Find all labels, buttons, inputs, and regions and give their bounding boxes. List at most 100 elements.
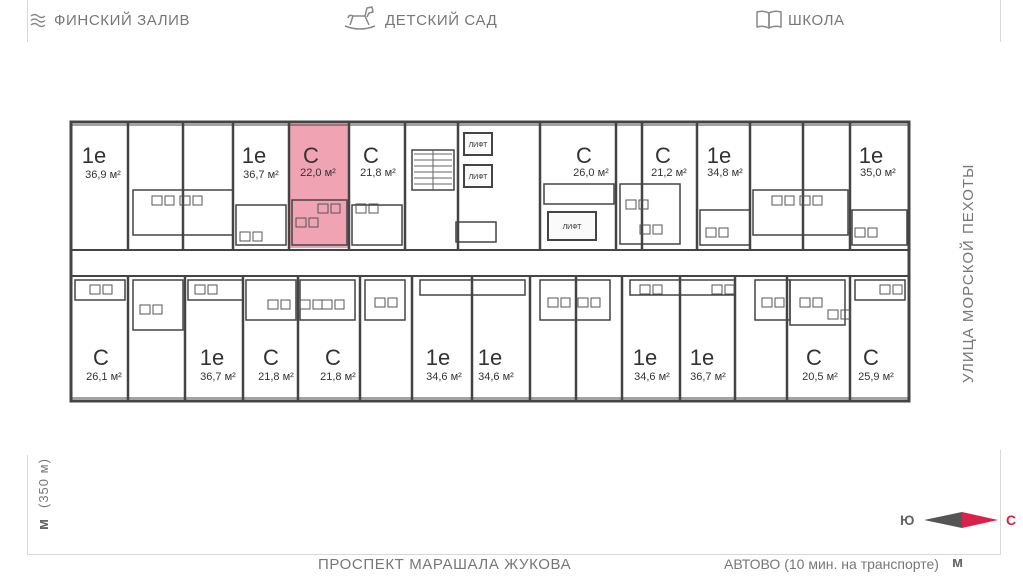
unit-type-label: С xyxy=(93,345,109,370)
bathroom-fixture-icon xyxy=(321,299,345,310)
toilet-icon xyxy=(799,195,811,206)
unit-area-label: 21,2 м² xyxy=(651,167,687,179)
bathroom-wall xyxy=(619,183,681,245)
unit-area-label: 22,0 м² xyxy=(300,167,336,179)
water-icon xyxy=(30,12,46,33)
metro-bottom-symbol: м xyxy=(952,554,964,571)
unit-type-label: 1е xyxy=(478,345,502,370)
unit-type-label: С xyxy=(325,345,341,370)
bathroom-wall xyxy=(74,279,126,301)
toilet-icon xyxy=(625,199,637,210)
toilet-icon xyxy=(239,231,251,242)
unit-type-label: 1е xyxy=(690,345,714,370)
sink-icon xyxy=(590,297,601,308)
landmark-school: ШКОЛА xyxy=(788,12,845,29)
sink-icon xyxy=(652,224,663,235)
bathroom-fixture-icon xyxy=(267,299,291,310)
unit-type-label: 1е xyxy=(633,345,657,370)
toilet-icon xyxy=(355,203,367,214)
bathroom-wall xyxy=(245,279,297,321)
unit-area-label: 25,9 м² xyxy=(858,371,894,383)
toilet-icon xyxy=(879,284,891,295)
unit-type-label: 1е xyxy=(707,143,731,168)
bathroom-fixture-icon xyxy=(705,227,729,238)
unit-area-label: 21,8 м² xyxy=(360,167,396,179)
toilet-icon xyxy=(854,227,866,238)
sink-icon xyxy=(312,299,323,310)
bathroom-fixture-icon xyxy=(317,203,341,214)
elevator-shaft xyxy=(547,211,597,241)
bathroom-wall xyxy=(752,189,804,236)
unit-type-label: С xyxy=(263,345,279,370)
bathroom-fixture-icon xyxy=(194,284,218,295)
bathroom-fixture-icon xyxy=(827,309,851,320)
unit-area-label: 34,6 м² xyxy=(478,371,514,383)
bathroom-fixture-icon xyxy=(761,297,785,308)
bathroom-fixture-icon xyxy=(577,297,601,308)
bathroom-wall xyxy=(802,189,849,236)
unit-type-label: С xyxy=(806,345,822,370)
sink-icon xyxy=(368,203,379,214)
sink-icon xyxy=(840,309,851,320)
sink-icon xyxy=(724,284,735,295)
bathroom-fixture-icon xyxy=(89,284,113,295)
toilet-icon xyxy=(577,297,589,308)
sink-icon xyxy=(652,284,663,295)
bathroom-fixture-icon xyxy=(625,199,649,210)
bathroom-wall xyxy=(187,279,244,301)
bathroom-fixture-icon xyxy=(854,227,878,238)
unit-area-label: 36,9 м² xyxy=(85,169,121,181)
bathroom-fixture-icon xyxy=(151,195,175,206)
sink-icon xyxy=(718,227,729,238)
sink-icon xyxy=(387,297,398,308)
compass-arrow-icon xyxy=(922,511,998,534)
unit-area-label: 20,5 м² xyxy=(802,371,838,383)
metro-bottom-label: АВТОВО (10 мин. на транспорте) xyxy=(724,556,939,572)
bathroom-wall xyxy=(132,279,184,331)
bathroom-fixture-icon xyxy=(295,217,319,228)
toilet-icon xyxy=(194,284,206,295)
compass-north-label: С xyxy=(1006,512,1017,528)
sink-icon xyxy=(638,199,649,210)
building-outline xyxy=(69,120,911,403)
unit-type-label: С xyxy=(303,143,319,168)
unit-type-label: 1е xyxy=(242,143,266,168)
bathroom-fixture-icon xyxy=(139,304,163,315)
unit-area-label: 26,1 м² xyxy=(86,371,122,383)
sink-icon xyxy=(252,231,263,242)
toilet-icon xyxy=(321,299,333,310)
bathroom-fixture-icon xyxy=(239,231,263,242)
sink-icon xyxy=(102,284,113,295)
unit-area-label: 21,8 м² xyxy=(258,371,294,383)
bathroom-fixture-icon xyxy=(374,297,398,308)
staircase-frame xyxy=(411,149,455,191)
elevator-label: ЛИФТ xyxy=(469,174,489,181)
bathroom-wall xyxy=(364,279,406,321)
sink-icon xyxy=(867,227,878,238)
sink-icon xyxy=(774,297,785,308)
elevator-label: ЛИФТ xyxy=(469,142,489,149)
sink-icon xyxy=(330,203,341,214)
frame-top-right xyxy=(1000,0,1001,42)
metro-left-label: (350 м) xyxy=(36,458,51,508)
toilet-icon xyxy=(179,195,191,206)
bathroom-wall xyxy=(235,204,287,246)
toilet-icon xyxy=(267,299,279,310)
toilet-icon xyxy=(299,299,311,310)
sink-icon xyxy=(308,217,319,228)
sink-icon xyxy=(560,297,571,308)
landmark-bay: ФИНСКИЙ ЗАЛИВ xyxy=(54,12,191,29)
bathroom-wall xyxy=(629,279,736,296)
unit-area-label: 35,0 м² xyxy=(860,167,896,179)
toilet-icon xyxy=(639,224,651,235)
toilet-icon xyxy=(771,195,783,206)
unit-area-label: 21,8 м² xyxy=(320,371,356,383)
elevator-label: ЛИФТ xyxy=(563,224,583,231)
sink-icon xyxy=(334,299,345,310)
unit-type-label: 1е xyxy=(859,143,883,168)
bathroom-fixture-icon xyxy=(799,195,823,206)
bathroom-fixture-icon xyxy=(355,203,379,214)
sink-icon xyxy=(812,195,823,206)
bathroom-wall xyxy=(789,279,846,326)
unit-area-label: 36,7 м² xyxy=(243,169,279,181)
